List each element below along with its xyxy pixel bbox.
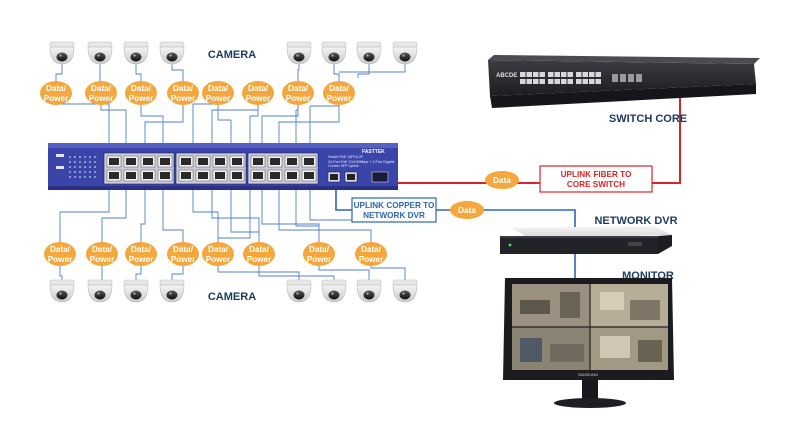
data-power-pill: Data/Power [125,242,157,266]
svg-text:Power: Power [286,94,311,103]
data-power-pill: Data/Power [167,81,199,105]
dome-camera-icon [356,41,382,65]
svg-text:Data/: Data/ [208,245,229,254]
svg-text:Data/: Data/ [50,245,71,254]
svg-text:Power: Power [359,255,384,264]
core-brand: ABCDE [496,73,517,79]
svg-text:Data/: Data/ [173,245,194,254]
poe-switch-icon: FASTTEK Switch PoE 16P16-2F 24-Port PoE … [48,143,398,190]
uplink-fiber-line2: CORE SWITCH [567,180,625,189]
data-power-pills-top: Data/PowerData/PowerData/PowerData/Power… [40,81,355,105]
poe-desc-1: 24-Port PoE 10/100Mbps + 2 Port Gigabit [328,160,394,164]
uplink-fiber-box: UPLINK FIBER TO CORE SWITCH [539,165,653,193]
svg-text:Power: Power [171,255,196,264]
svg-text:Data/: Data/ [329,84,350,93]
poe-desc-2: Combo SFP Uplink [328,164,359,168]
uplink-copper-box: UPLINK COPPER TO NETWORK DVR [351,197,437,223]
monitor-brand: SAMSUNG [578,372,598,377]
dome-camera-icon [123,41,149,65]
svg-text:Data/: Data/ [208,84,229,93]
data-power-pill: Data/Power [282,81,314,105]
dome-camera-icon [159,41,185,65]
uplink-copper-line2: NETWORK DVR [363,211,425,220]
camera-connection-lines [55,62,406,282]
dome-camera-icon [286,41,312,65]
dome-camera-icon [159,279,185,303]
network-dvr-label: NETWORK DVR [594,215,677,227]
svg-text:Data/: Data/ [173,84,194,93]
core-switch-icon: ABCDE [488,55,760,108]
dome-camera-icon [123,279,149,303]
svg-text:Data/: Data/ [131,245,152,254]
camera-bottom-label: CAMERA [208,291,256,303]
camera-row-top [49,41,418,65]
monitor-icon: SAMSUNG [503,278,674,408]
data-power-pill: Data/Power [86,242,118,266]
dome-camera-icon [392,279,418,303]
dome-camera-icon [321,279,347,303]
data-power-pill: Data/Power [303,242,335,266]
svg-text:Data/: Data/ [92,245,113,254]
dome-camera-icon [49,279,75,303]
svg-text:Data/: Data/ [131,84,152,93]
dome-camera-icon [49,41,75,65]
dome-camera-icon [87,41,113,65]
data-power-pill: Data/Power [167,242,199,266]
svg-text:Data/: Data/ [309,245,330,254]
uplink-fiber-line1: UPLINK FIBER TO [561,170,632,179]
data-power-pill: Data/Power [202,242,234,266]
svg-text:Data/: Data/ [288,84,309,93]
dome-camera-icon [286,279,312,303]
svg-text:Data: Data [458,206,476,215]
svg-text:Power: Power [129,255,154,264]
svg-text:Data: Data [493,176,511,185]
svg-text:Power: Power [129,94,154,103]
poe-model: Switch PoE 16P16-2F [328,155,364,159]
svg-text:Data/: Data/ [46,84,67,93]
svg-text:Data/: Data/ [91,84,112,93]
svg-text:Power: Power [327,94,352,103]
data-power-pill: Data/Power [323,81,355,105]
data-power-pill: Data/Power [85,81,117,105]
svg-text:Data/: Data/ [361,245,382,254]
svg-text:Power: Power [89,94,114,103]
camera-row-bottom [49,279,418,303]
uplink-copper-line1: UPLINK COPPER TO [354,201,435,210]
copper-data-pill: Data [450,201,484,219]
svg-text:Power: Power [206,94,231,103]
svg-text:Data/: Data/ [248,84,269,93]
data-power-pill: Data/Power [242,81,274,105]
dome-camera-icon [321,41,347,65]
dome-camera-icon [356,279,382,303]
svg-text:Power: Power [48,255,73,264]
camera-top-label: CAMERA [208,49,256,61]
data-power-pills-bottom: Data/PowerData/PowerData/PowerData/Power… [44,242,387,266]
svg-text:Power: Power [246,94,271,103]
dome-camera-icon [392,41,418,65]
poe-brand: FASTTEK [362,149,385,155]
data-power-pill: Data/Power [44,242,76,266]
data-power-pill: Data/Power [355,242,387,266]
switch-core-label: SWITCH CORE [609,113,687,125]
data-power-pill: Data/Power [40,81,72,105]
svg-text:Data/: Data/ [249,245,270,254]
data-power-pill: Data/Power [125,81,157,105]
network-dvr-icon [500,226,672,254]
dome-camera-icon [87,279,113,303]
data-power-pill: Data/Power [243,242,275,266]
data-power-pill: Data/Power [202,81,234,105]
svg-text:Power: Power [44,94,69,103]
svg-text:Power: Power [307,255,332,264]
svg-text:Power: Power [206,255,231,264]
svg-text:Power: Power [247,255,272,264]
svg-text:Power: Power [90,255,115,264]
fiber-data-pill: Data [485,171,519,189]
svg-text:Power: Power [171,94,196,103]
